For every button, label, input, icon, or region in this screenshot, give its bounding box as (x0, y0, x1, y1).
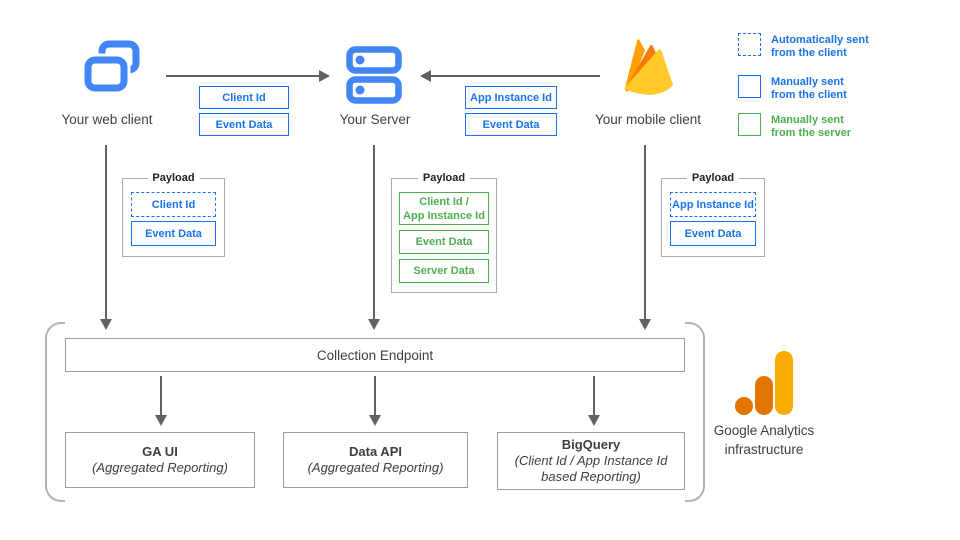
edge-label-event-data: Event Data (465, 113, 557, 136)
payload-item-event-data: Event Data (670, 221, 756, 246)
google-analytics-icon (735, 351, 793, 415)
payload-mobile-client: Payload App Instance Id Event Data (661, 172, 765, 257)
arrowhead-down-icon (155, 415, 167, 426)
arrow-endpoint-to-bigquery (593, 376, 595, 416)
edge-label-client-id: Client Id (199, 86, 289, 109)
server-icon (346, 46, 402, 104)
data-api-title: Data API (349, 444, 402, 459)
payload-item-event-data: Event Data (131, 221, 216, 246)
payload-item-app-instance-id: App Instance Id (670, 192, 756, 217)
legend-label: Manually sent from the server (771, 114, 852, 139)
arrow-server-to-endpoint (373, 145, 375, 320)
legend-swatch-manual-server (738, 113, 761, 136)
payload-item-server-data: Server Data (399, 259, 489, 283)
server-label: Your Server (339, 112, 411, 127)
data-api-box: Data API (Aggregated Reporting) (283, 432, 468, 488)
arrow-web-to-endpoint (105, 145, 107, 320)
payload-title: Payload (686, 172, 740, 184)
ga-ui-subtitle: (Aggregated Reporting) (92, 460, 228, 475)
data-api-subtitle: (Aggregated Reporting) (307, 460, 444, 475)
bigquery-box: BigQuery (Client Id / App Instance Id ba… (497, 432, 685, 490)
payload-item-client-id: Client Id (131, 192, 216, 217)
arrow-endpoint-to-data-api (374, 376, 376, 416)
payload-item-client-or-app-instance-id: Client Id / App Instance Id (399, 192, 489, 225)
ga-ui-title: GA UI (142, 444, 178, 459)
arrowhead-down-icon (369, 415, 381, 426)
payload-server: Payload Client Id / App Instance Id Even… (391, 172, 497, 293)
arrow-mobile-to-server (429, 75, 600, 77)
firebase-icon (613, 33, 685, 103)
arrowhead-down-icon (639, 319, 651, 330)
bracket-right (685, 322, 705, 502)
web-client-label: Your web client (61, 112, 153, 127)
edge-label-app-instance-id: App Instance Id (465, 86, 557, 109)
arrowhead-right-icon (319, 70, 330, 82)
payload-item-event-data: Event Data (399, 230, 489, 254)
payload-title: Payload (417, 172, 471, 184)
arrowhead-down-icon (588, 415, 600, 426)
web-client-icon (80, 36, 144, 100)
legend-swatch-manual-client (738, 75, 761, 98)
ga-ui-box: GA UI (Aggregated Reporting) (65, 432, 255, 488)
bracket-left (45, 322, 65, 502)
infrastructure-caption: Google Analytics infrastructure (713, 423, 815, 457)
edge-label-event-data: Event Data (199, 113, 289, 136)
collection-endpoint-box: Collection Endpoint (65, 338, 685, 372)
arrow-mobile-to-endpoint (644, 145, 646, 320)
collection-endpoint-label: Collection Endpoint (316, 347, 434, 363)
bigquery-subtitle: (Client Id / App Instance Id (514, 453, 668, 468)
payload-title: Payload (147, 172, 200, 184)
payload-web-client: Payload Client Id Event Data (122, 172, 225, 257)
bigquery-title: BigQuery (561, 437, 621, 452)
mobile-client-label: Your mobile client (594, 112, 702, 127)
legend-swatch-auto-client (738, 33, 761, 56)
arrowhead-down-icon (368, 319, 380, 330)
arrow-web-to-server (166, 75, 321, 77)
bigquery-subtitle: based Reporting) (541, 469, 641, 484)
arrowhead-down-icon (100, 319, 112, 330)
legend-label: Automatically sent from the client (771, 34, 869, 59)
legend-label: Manually sent from the client (771, 76, 847, 101)
arrowhead-left-icon (420, 70, 431, 82)
arrow-endpoint-to-ga-ui (160, 376, 162, 416)
